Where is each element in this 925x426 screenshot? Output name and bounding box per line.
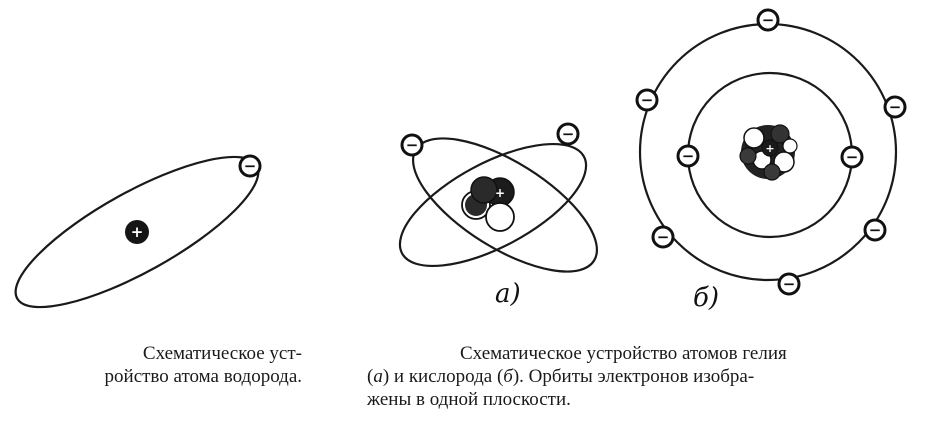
- helium-nucleus: +: [461, 176, 515, 232]
- oxygen-outer-electron-upper-left-charge: −: [641, 91, 654, 109]
- helium-oxygen-caption: Схематическое устройство атомов гелия (а…: [367, 342, 912, 411]
- oxygen-outer-electron-lower-right-charge: −: [869, 221, 882, 239]
- helium-atom: + − − а): [398, 122, 599, 309]
- helium-electron-left-charge: −: [406, 136, 419, 154]
- caption-rest-text: ). Орбиты электронов изобра-: [512, 366, 755, 387]
- oxygen-outer-electron-lower-left: −: [651, 225, 675, 249]
- oxygen-nucleus-charge: +: [765, 142, 774, 155]
- oxygen-outer-electron-lower-right: −: [863, 218, 887, 242]
- helium-nucleus-charge: +: [495, 186, 505, 200]
- oxygen-outer-electron-upper-left: −: [635, 88, 659, 112]
- oxygen-panel-label: б): [693, 283, 719, 313]
- hydrogen-nucleus-charge: +: [131, 223, 144, 241]
- helium-oxygen-caption-line-2: (а) и кислорода (б). Орбиты электронов и…: [367, 365, 912, 388]
- hydrogen-caption: Схематическое уст- ройство атома водород…: [40, 342, 302, 388]
- oxygen-outer-electron-upper-right-charge: −: [889, 98, 902, 116]
- oxygen-inner-electron-left-charge: −: [682, 147, 695, 165]
- caption-mid-text: ) и кислорода (: [382, 366, 504, 387]
- helium-oxygen-caption-line-1: Схематическое устройство атомов гелия: [460, 343, 787, 364]
- hydrogen-electron: −: [238, 154, 262, 178]
- oxygen-outer-electron-lower-left-charge: −: [657, 228, 670, 246]
- oxygen-outer-electron-top: −: [756, 8, 780, 32]
- oxygen-nucleus: +: [739, 124, 798, 181]
- helium-oxygen-caption-line-3: жены в одной плоскости.: [367, 389, 571, 410]
- caption-ref-a: а: [373, 366, 383, 387]
- helium-electron-right-charge: −: [562, 125, 575, 143]
- oxygen-outer-electron-upper-right: −: [883, 95, 907, 119]
- oxygen-inner-electron-right: −: [840, 145, 864, 169]
- caption-paren-open: (: [367, 366, 374, 387]
- oxygen-inner-electron-right-charge: −: [846, 148, 859, 166]
- oxygen-outer-electron-bottom-charge: −: [783, 275, 796, 293]
- helium-electron-left: −: [400, 133, 424, 157]
- helium-electron-right: −: [556, 122, 580, 146]
- atom-diagrams: + − + − −: [14, 8, 907, 313]
- oxygen-outer-electron-top-charge: −: [762, 11, 775, 29]
- caption-ref-b: б: [503, 366, 513, 387]
- oxygen-atom: + − − − − −: [635, 8, 907, 313]
- hydrogen-caption-line-2: ройство атома водорода.: [104, 366, 302, 387]
- helium-panel-label: а): [495, 279, 521, 309]
- hydrogen-electron-charge: −: [244, 157, 257, 175]
- hydrogen-nucleus: +: [125, 220, 149, 244]
- oxygen-outer-electron-bottom: −: [777, 272, 801, 296]
- helium-orbit-2: [398, 142, 588, 268]
- hydrogen-atom: + −: [14, 154, 262, 309]
- oxygen-inner-electron-left: −: [676, 144, 700, 168]
- hydrogen-caption-line-1: Схематическое уст-: [142, 343, 302, 364]
